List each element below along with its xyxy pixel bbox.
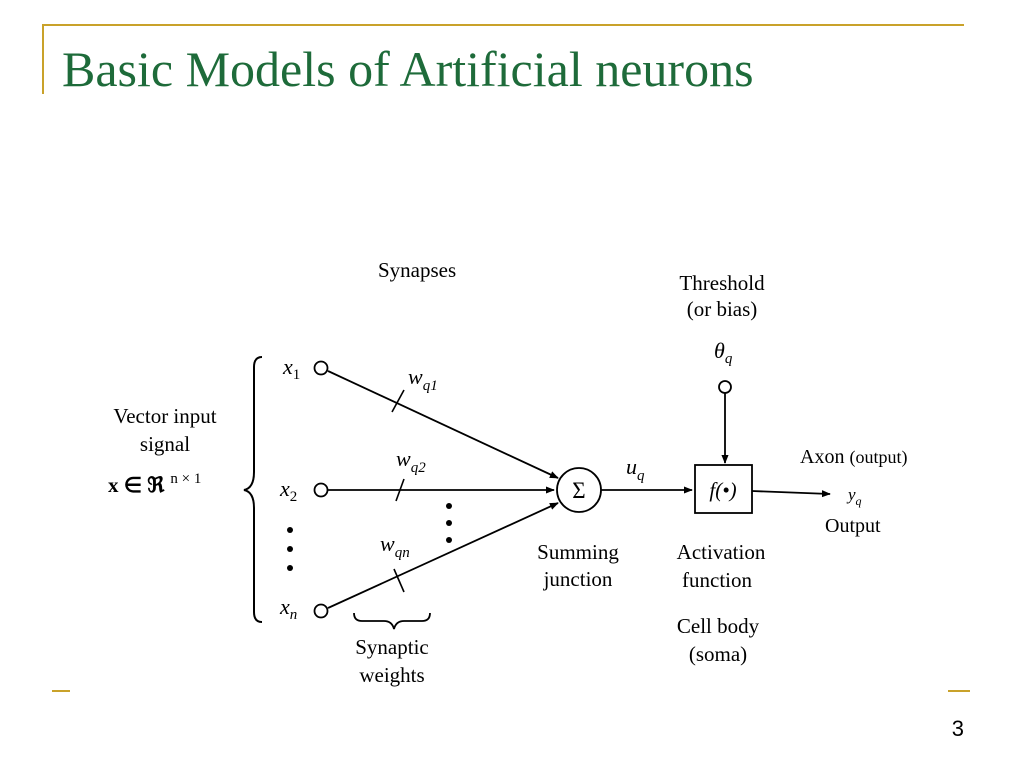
output-label: Output [825, 515, 881, 537]
left-rule [42, 24, 44, 94]
cell-body-label: Cell body [677, 614, 760, 638]
weight-wqn-label: wqn [380, 531, 410, 561]
threshold-label: Threshold [679, 271, 765, 295]
input-xn-node [313, 603, 329, 619]
synapses-label: Synapses [378, 258, 456, 282]
signal-label: signal [140, 432, 190, 456]
input-ellipsis [287, 527, 293, 571]
synaptic-label: Synaptic [355, 635, 429, 659]
theta-symbol: θq [714, 338, 733, 367]
weight-tick-n [393, 568, 405, 593]
activation-function-box [694, 464, 753, 514]
weight-tick-2 [395, 478, 405, 502]
top-rule [42, 24, 964, 26]
weight-wq2-label: wq2 [396, 446, 426, 476]
input-brace [243, 356, 263, 623]
input-x2-label: x2 [279, 476, 297, 505]
soma-label: (soma) [689, 642, 747, 666]
input-x2-node [313, 482, 329, 498]
synaptic-weights-brace [353, 612, 431, 630]
bottom-right-tick [948, 690, 970, 692]
activation-label: Activation [677, 540, 766, 564]
weights-label: weights [359, 663, 424, 687]
yq-label: yq [846, 485, 862, 508]
junction-label: junction [543, 567, 613, 591]
vector-input-label: Vector input [113, 404, 216, 428]
axon-label: Axon(output) [800, 446, 907, 468]
activation-function-symbol: f(•) [709, 478, 736, 502]
input-x1-label: x1 [282, 354, 300, 383]
weight-tick-1 [391, 389, 405, 413]
output-arrow [751, 490, 831, 498]
page-number: 3 [951, 716, 964, 741]
summing-label: Summing [537, 540, 619, 564]
input-xn-label: xn [279, 594, 297, 623]
input-x1-node [313, 360, 329, 376]
sigma-icon: Σ [572, 478, 585, 503]
function-label: function [682, 568, 752, 592]
weight-line-n [327, 502, 559, 609]
slide-title: Basic Models of Artificial neurons [62, 41, 754, 97]
uq-label: uq [626, 454, 645, 484]
weight-ellipsis [446, 503, 452, 543]
bias-label: (or bias) [687, 297, 758, 321]
weight-wq1-label: wq1 [408, 364, 438, 394]
weight-line-1 [327, 370, 559, 479]
bottom-left-tick [52, 690, 70, 692]
bias-node [718, 380, 732, 394]
